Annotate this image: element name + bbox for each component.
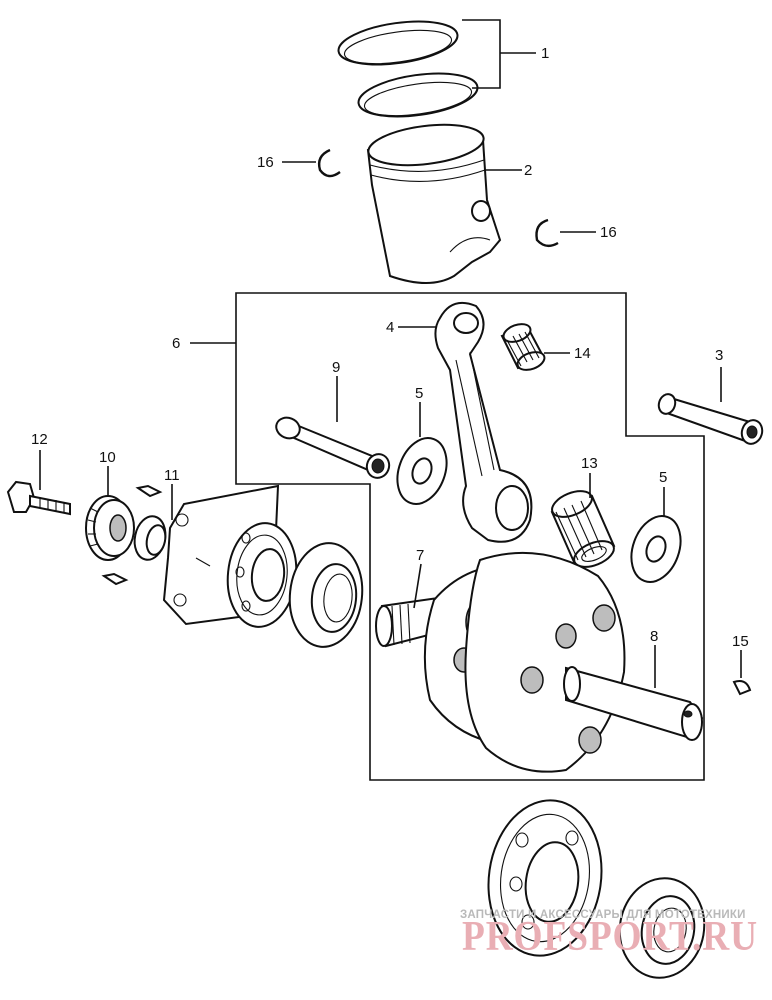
woodruff-key xyxy=(732,650,752,696)
left-oil-seal xyxy=(288,542,364,648)
connecting-rod xyxy=(398,302,533,543)
right-main-bearing xyxy=(487,799,603,957)
callout-16-left: 16 xyxy=(257,154,274,171)
watermark-caption: ЗАПЧАСТИ И АКСЕССУАРЫ ДЛЯ МОТОТЕХНИКИ xyxy=(460,909,746,921)
crankshaft xyxy=(375,551,704,773)
callout-7: 7 xyxy=(416,547,424,564)
callout-2: 2 xyxy=(524,162,532,179)
callout-10: 10 xyxy=(99,449,116,466)
thrust-washer-left xyxy=(396,402,448,505)
callout-11: 11 xyxy=(164,467,180,484)
callout-5-right: 5 xyxy=(659,469,667,486)
callout-1: 1 xyxy=(541,45,549,62)
right-oil-seal xyxy=(618,877,706,979)
callout-12: 12 xyxy=(31,431,48,448)
thrust-washer-right xyxy=(630,487,682,583)
piston-pin xyxy=(657,367,764,445)
small-screws xyxy=(101,484,163,586)
callout-14: 14 xyxy=(574,345,591,362)
big-end-needle-bearing xyxy=(550,473,616,568)
callout-8: 8 xyxy=(650,628,658,645)
piston-pin-clip-left xyxy=(282,148,341,178)
bolt xyxy=(6,450,71,516)
callout-6: 6 xyxy=(172,335,180,352)
piston xyxy=(366,123,522,284)
piston-pin-clip-right xyxy=(535,218,596,248)
callout-15: 15 xyxy=(732,633,749,650)
crank-pin xyxy=(275,376,391,479)
crankshaft-assembly-frame xyxy=(190,292,705,781)
watermark-logo-text: PROFSPORT.RU xyxy=(462,914,758,960)
drive-gear xyxy=(85,466,135,561)
callout-3: 3 xyxy=(715,347,723,364)
piston-rings xyxy=(337,19,536,118)
callout-16-right: 16 xyxy=(600,224,617,241)
collar xyxy=(133,484,173,561)
callout-4: 4 xyxy=(386,319,394,336)
callout-5-left: 5 xyxy=(415,385,423,402)
small-end-needle-bearing xyxy=(500,323,570,371)
callout-9: 9 xyxy=(332,359,340,376)
callout-13: 13 xyxy=(581,455,598,472)
left-main-bearing xyxy=(226,522,298,628)
